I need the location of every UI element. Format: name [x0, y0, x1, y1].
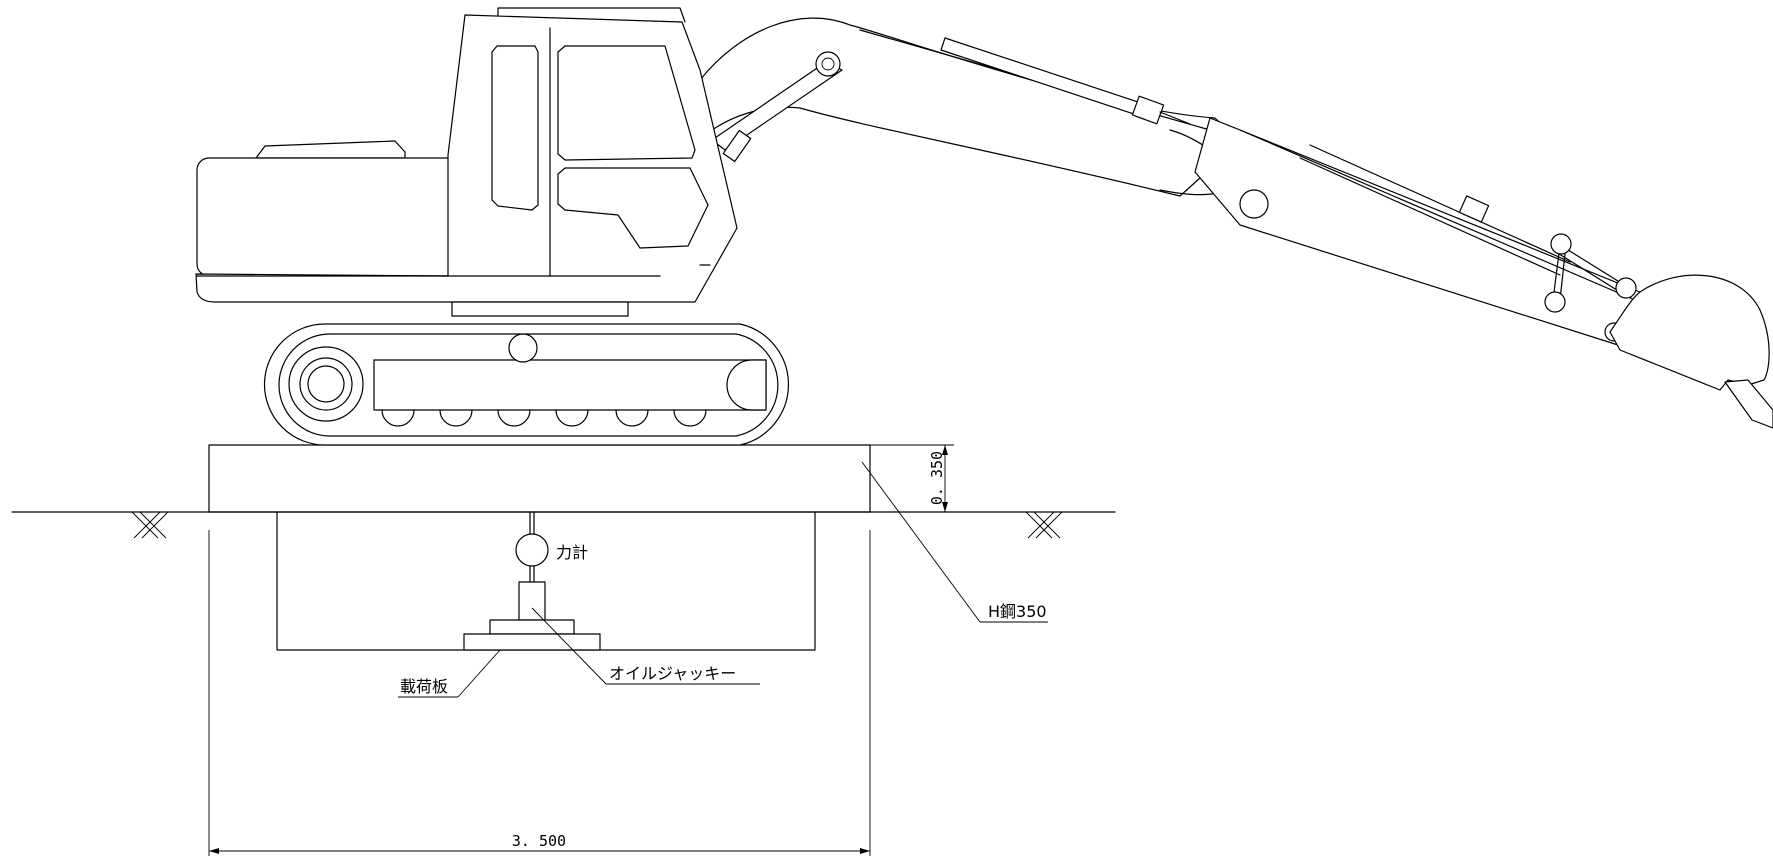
jack-base [489, 619, 575, 635]
loading-plate-label: 載荷板 [400, 677, 448, 696]
excavator [195, 7, 1773, 446]
dimension-beam-height: 0. 350 [870, 444, 954, 513]
ground [11, 511, 1116, 539]
cab-side-window [491, 45, 539, 211]
callout-oil-jack: オイルジャッキー [531, 607, 760, 685]
h-beam-label: H鋼350 [988, 602, 1047, 621]
oil-jack-label: オイルジャッキー [609, 664, 736, 683]
crawler-track [263, 323, 790, 446]
arm-cylinder [940, 37, 1191, 125]
oil-jack [518, 581, 546, 621]
track-frame [373, 359, 767, 411]
bucket-linkage [1544, 233, 1637, 342]
callout-h-beam: H鋼350 [861, 461, 1048, 623]
upper-structure [195, 7, 738, 303]
load-train [463, 397, 601, 651]
bucket [1609, 274, 1773, 429]
counterweight [196, 157, 466, 277]
boom-arm-pin [1239, 189, 1269, 219]
cab-door-window [557, 167, 709, 249]
engine-hood [255, 140, 406, 159]
boom-cylinder [711, 51, 843, 163]
base-width-label: 3. 500 [512, 832, 566, 850]
force-gauge-label: 力計 [556, 543, 588, 562]
cab-front-window [557, 45, 696, 161]
force-gauge [515, 533, 549, 567]
ground-hatch-right [1025, 511, 1063, 539]
arm [1194, 117, 1641, 353]
callout-force-gauge: 力計 [556, 543, 588, 562]
swing-ring [451, 301, 629, 317]
loading-plate [463, 633, 601, 651]
h-beam [208, 444, 871, 513]
sprocket [726, 359, 767, 411]
carrier-roller [508, 333, 538, 363]
track-rollers [381, 409, 707, 427]
ground-hatch-left [131, 511, 169, 539]
callout-loading-plate: 載荷板 [398, 649, 501, 698]
dimension-base-width: 3. 500 [208, 530, 871, 856]
beam-height-label: 0. 350 [928, 451, 946, 505]
